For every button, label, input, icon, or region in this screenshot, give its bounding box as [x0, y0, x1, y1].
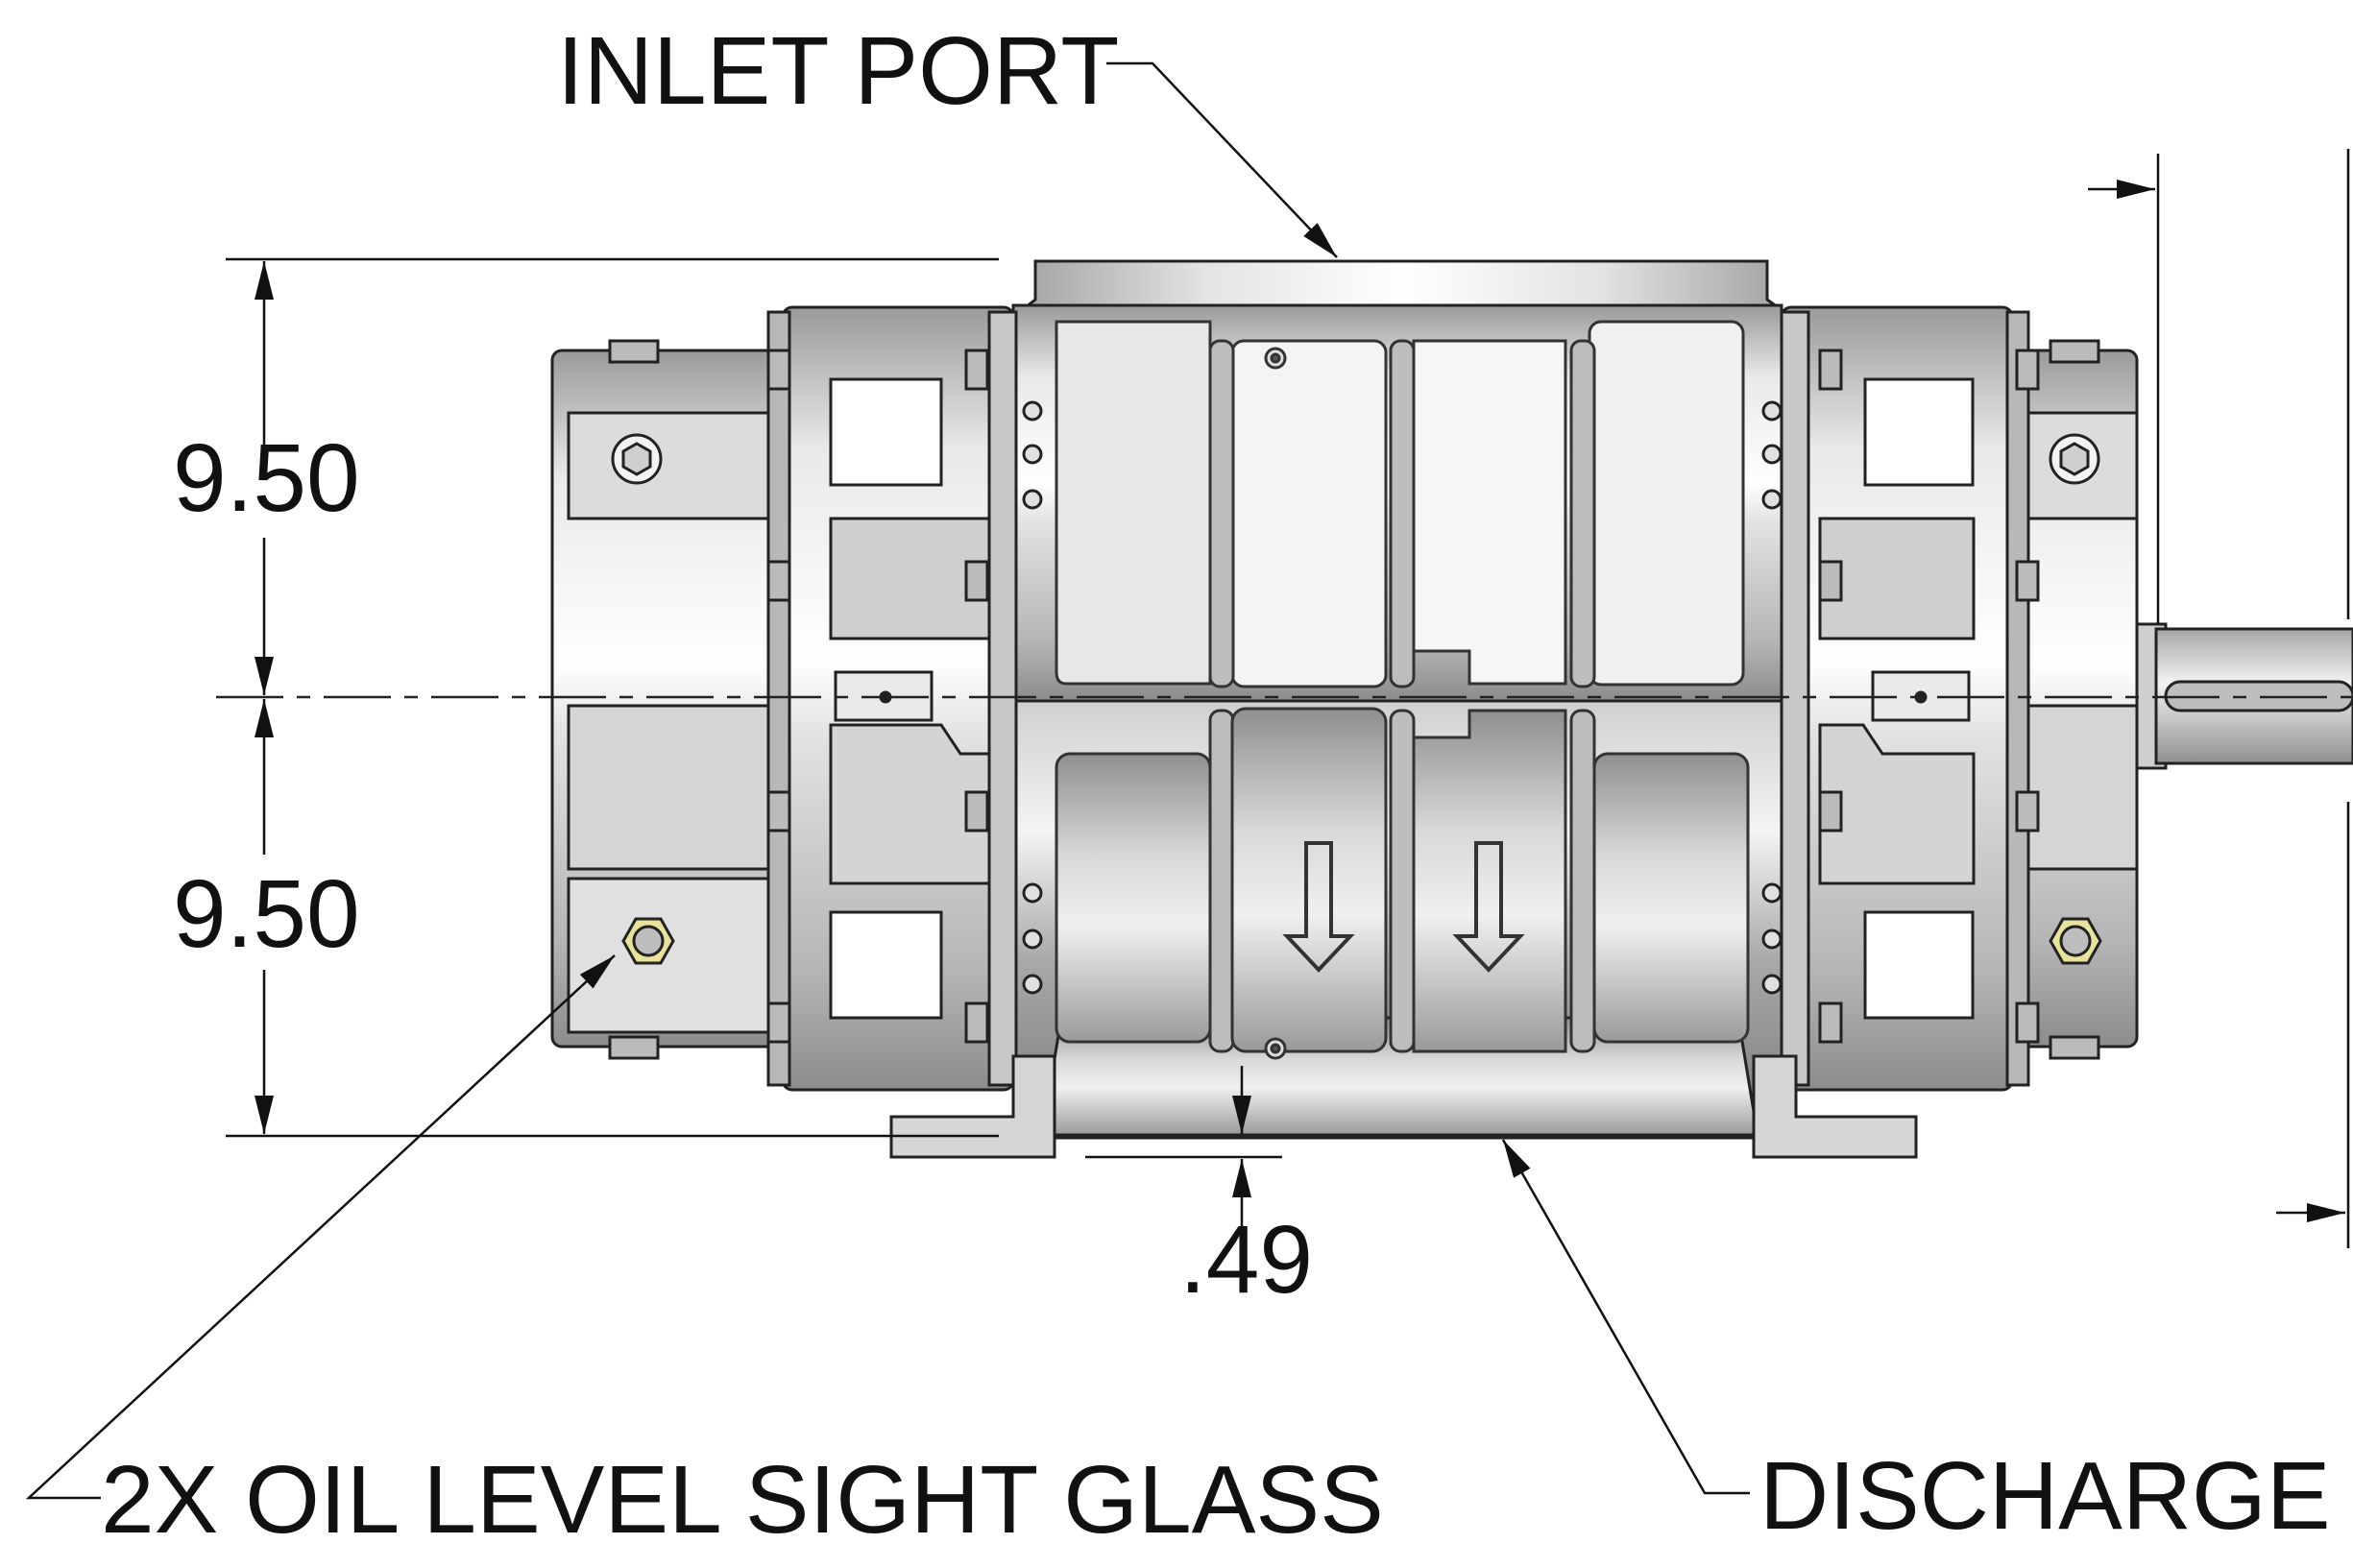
inlet-port-label: INLET PORT: [557, 17, 1120, 125]
oil-level-sight-glass-label: 2X OIL LEVEL SIGHT GLASS: [101, 1446, 1384, 1554]
right-bolt-column: [1761, 349, 2040, 1044]
foot-offset-dimension: .49: [1179, 1206, 1314, 1314]
left-headplate: [766, 305, 1018, 1092]
flow-arrow-left: [1282, 841, 1355, 973]
leader-lines: [25, 61, 1750, 1500]
lower-height-dimension: 9.50: [173, 860, 360, 968]
lower-panels: [1055, 707, 1750, 1053]
mounting-feet: [889, 1054, 1918, 1159]
discharge-port-label: DISCHARGE I: [1759, 1442, 2353, 1550]
flow-arrow-right: [1452, 841, 1525, 973]
right-headplate: [1780, 305, 2030, 1092]
upper-height-dimension: 9.50: [173, 424, 360, 532]
vertical-ribs: [1208, 339, 1596, 1053]
left-bolt-column: [766, 349, 1043, 1044]
center-screws: [1264, 347, 1287, 1060]
dimension-lines: [226, 149, 2350, 1248]
right-end-cover: [2005, 339, 2139, 1060]
upper-panels: [1055, 320, 1745, 688]
oil-sight-glass-right: [2049, 917, 2102, 965]
left-end-cover: [550, 339, 789, 1060]
oil-sight-glass-left: [621, 917, 675, 965]
